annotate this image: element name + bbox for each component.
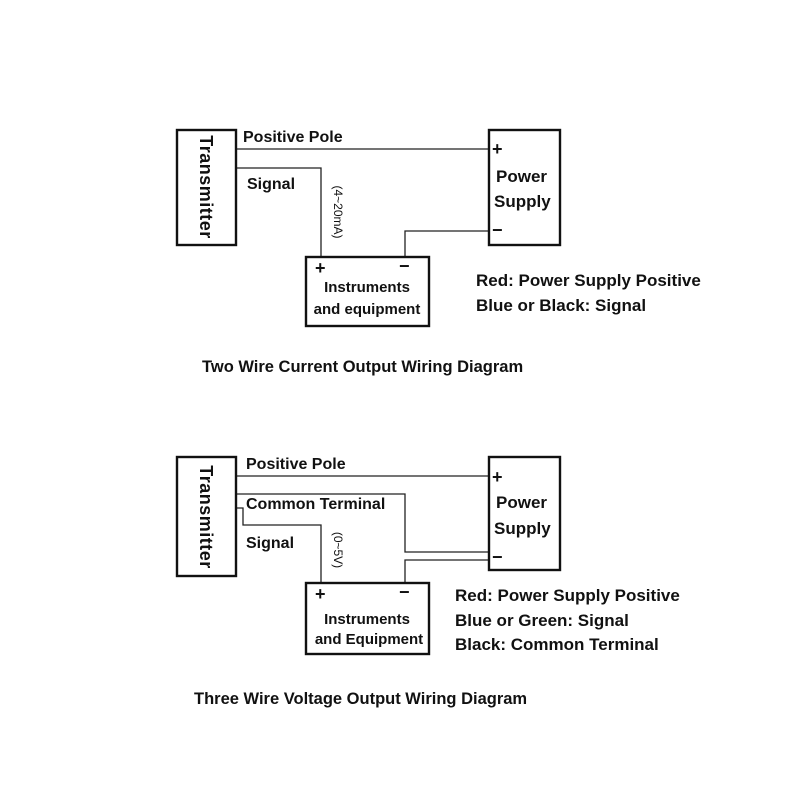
three-wire-inst-plus: +: [315, 584, 326, 604]
two-wire-signal-label: Signal: [247, 176, 295, 193]
two-wire-inst-label-2: and equipment: [314, 301, 421, 318]
three-wire-signal-label: Signal: [246, 535, 294, 552]
two-wire-ps-label-1: Power: [496, 167, 547, 186]
two-wire-diagram: Transmitter Positive Pole Signal (4~20mA…: [175, 128, 701, 376]
two-wire-transmitter-box: [175, 128, 238, 247]
two-wire-signal-wire: [236, 167, 322, 257]
two-wire-inst-label-1: Instruments: [324, 279, 410, 296]
two-wire-range-label: (4~20mA): [331, 185, 345, 238]
three-wire-title: Three Wire Voltage Output Wiring Diagram: [194, 690, 527, 708]
two-wire-legend-1: Red: Power Supply Positive: [476, 271, 701, 290]
three-wire-ps-minus: −: [492, 547, 503, 567]
two-wire-ps-minus: −: [492, 220, 503, 240]
three-wire-signal-wire: [236, 507, 322, 583]
two-wire-inst-plus: +: [315, 258, 326, 278]
three-wire-legend-2: Blue or Green: Signal: [455, 611, 629, 630]
three-wire-power-supply-box: [487, 455, 562, 572]
three-wire-common-terminal-label: Common Terminal: [246, 496, 385, 513]
three-wire-diagram: Transmitter Positive Pole Common Termina…: [175, 455, 680, 708]
three-wire-ps-label-2: Supply: [494, 519, 551, 538]
three-wire-inst-label-1: Instruments: [324, 611, 410, 628]
two-wire-instruments-box: [304, 255, 431, 328]
three-wire-transmitter-box: [175, 455, 238, 578]
two-wire-positive-pole-label: Positive Pole: [243, 129, 343, 146]
two-wire-ps-plus: +: [492, 139, 503, 159]
three-wire-common-wire: [236, 493, 489, 553]
two-wire-transmitter-label: Transmitter: [196, 135, 216, 239]
two-wire-legend-2: Blue or Black: Signal: [476, 296, 646, 315]
three-wire-return-wire: [404, 559, 489, 583]
two-wire-power-supply-box: [487, 128, 562, 247]
three-wire-inst-minus: −: [399, 582, 410, 602]
two-wire-inst-minus: −: [399, 256, 410, 276]
three-wire-legend-3: Black: Common Terminal: [455, 635, 659, 654]
three-wire-instruments-box: [304, 581, 431, 656]
three-wire-ps-label-1: Power: [496, 493, 547, 512]
three-wire-legend-1: Red: Power Supply Positive: [455, 586, 680, 605]
three-wire-inst-label-2: and Equipment: [315, 631, 423, 648]
three-wire-range-label: (0~5V): [331, 532, 345, 568]
two-wire-return-wire: [404, 230, 489, 257]
three-wire-transmitter-label: Transmitter: [196, 465, 216, 569]
two-wire-title: Two Wire Current Output Wiring Diagram: [202, 358, 523, 376]
two-wire-ps-label-2: Supply: [494, 192, 551, 211]
three-wire-ps-plus: +: [492, 467, 503, 487]
three-wire-positive-pole-label: Positive Pole: [246, 456, 346, 473]
